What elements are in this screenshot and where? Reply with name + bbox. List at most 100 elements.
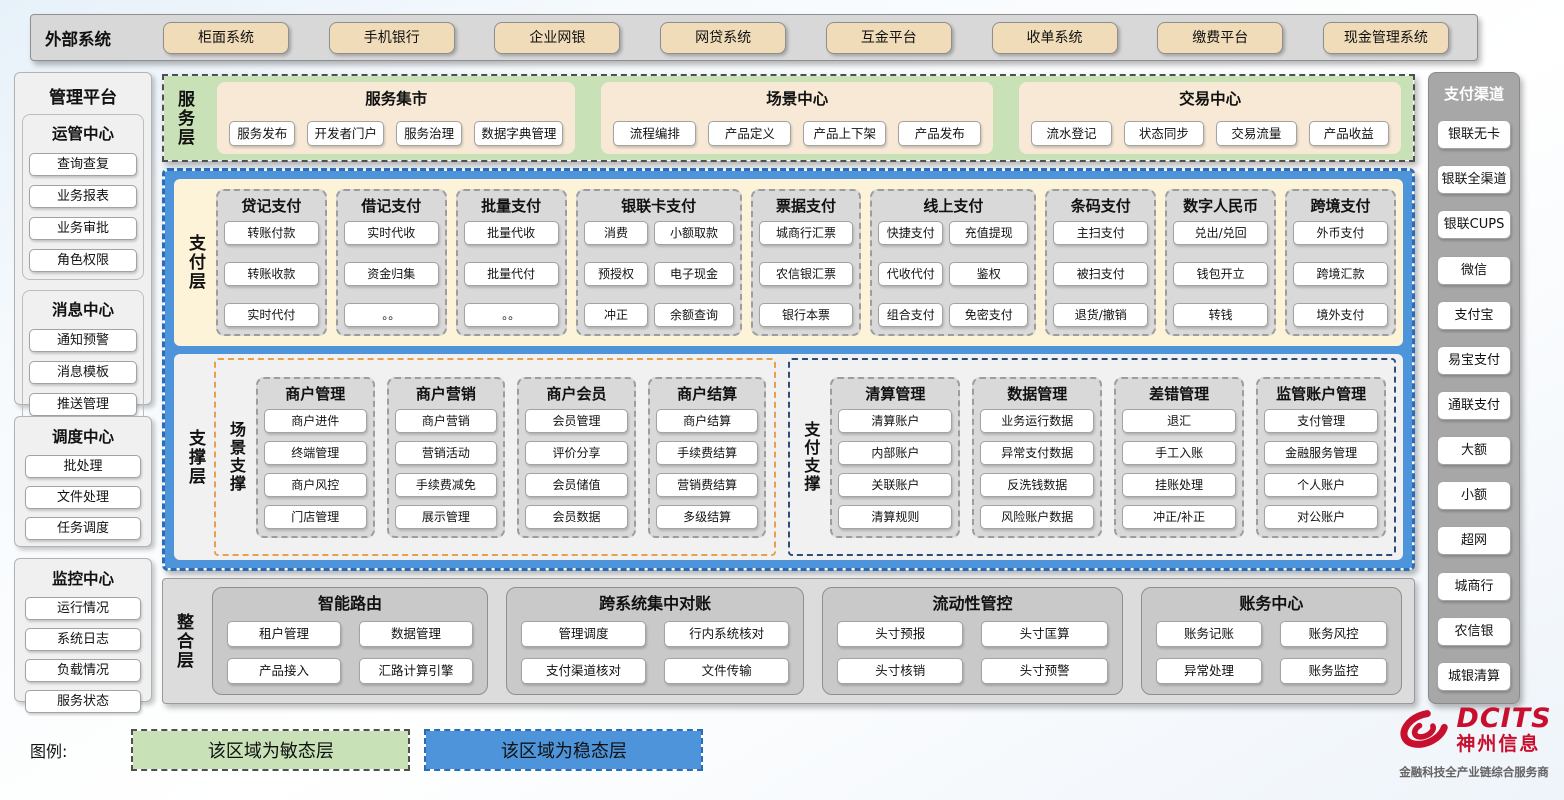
support-item-button[interactable]: 多级结算 bbox=[655, 504, 759, 529]
integration-item-button[interactable]: 租户管理 bbox=[227, 621, 341, 647]
support-item-button[interactable]: 个人账户 bbox=[1264, 472, 1379, 497]
integration-item-button[interactable]: 支付渠道核对 bbox=[521, 658, 647, 684]
payment-item-button[interactable]: 。。 bbox=[343, 303, 439, 327]
support-item-button[interactable]: 手工入账 bbox=[1122, 440, 1237, 465]
support-item-button[interactable]: 门店管理 bbox=[264, 504, 367, 529]
payment-channel-button[interactable]: 通联支付 bbox=[1437, 390, 1511, 420]
integration-item-button[interactable]: 头寸预报 bbox=[837, 621, 964, 647]
support-item-button[interactable]: 会员管理 bbox=[525, 408, 628, 433]
external-system-button[interactable]: 现金管理系统 bbox=[1322, 21, 1449, 54]
support-item-button[interactable]: 退汇 bbox=[1122, 408, 1237, 433]
integration-item-button[interactable]: 账务风控 bbox=[1280, 621, 1387, 647]
support-item-button[interactable]: 冲正/补正 bbox=[1122, 504, 1237, 529]
payment-channel-button[interactable]: 微信 bbox=[1437, 255, 1511, 285]
payment-item-button[interactable]: 农信银汇票 bbox=[758, 262, 854, 286]
external-system-button[interactable]: 互金平台 bbox=[825, 21, 952, 54]
management-item-button[interactable]: 推送管理 bbox=[29, 393, 137, 416]
service-item-button[interactable]: 流水登记 bbox=[1031, 121, 1112, 146]
payment-item-button[interactable]: 批量代收 bbox=[463, 221, 559, 245]
payment-item-button[interactable]: 鉴权 bbox=[949, 262, 1029, 286]
external-system-button[interactable]: 手机银行 bbox=[328, 21, 455, 54]
payment-item-button[interactable]: 充值提现 bbox=[949, 221, 1029, 245]
payment-item-button[interactable]: 城商行汇票 bbox=[758, 221, 854, 245]
integration-item-button[interactable]: 文件传输 bbox=[664, 658, 790, 684]
support-item-button[interactable]: 会员储值 bbox=[525, 472, 628, 497]
payment-channel-button[interactable]: 农信银 bbox=[1437, 616, 1511, 646]
management-item-button[interactable]: 查询查复 bbox=[29, 153, 137, 176]
payment-item-button[interactable]: 快捷支付 bbox=[878, 221, 944, 245]
support-item-button[interactable]: 风险账户数据 bbox=[980, 504, 1095, 529]
support-item-button[interactable]: 终端管理 bbox=[264, 440, 367, 465]
integration-item-button[interactable]: 行内系统核对 bbox=[664, 621, 790, 647]
payment-item-button[interactable]: 冲正 bbox=[583, 303, 649, 327]
payment-channel-button[interactable]: 银联无卡 bbox=[1437, 120, 1511, 150]
service-item-button[interactable]: 数据字典管理 bbox=[474, 121, 564, 146]
management-item-button[interactable]: 通知预警 bbox=[29, 329, 137, 352]
payment-item-button[interactable]: 代收代付 bbox=[878, 262, 944, 286]
management-item-button[interactable]: 任务调度 bbox=[25, 517, 141, 540]
support-item-button[interactable]: 对公账户 bbox=[1264, 504, 1379, 529]
payment-item-button[interactable]: 小额取款 bbox=[654, 221, 734, 245]
support-item-button[interactable]: 关联账户 bbox=[838, 472, 953, 497]
integration-item-button[interactable]: 管理调度 bbox=[521, 621, 647, 647]
payment-item-button[interactable]: 转账付款 bbox=[224, 221, 319, 245]
external-system-button[interactable]: 柜面系统 bbox=[163, 21, 289, 54]
payment-item-button[interactable]: 余额查询 bbox=[654, 303, 734, 327]
service-item-button[interactable]: 开发者门户 bbox=[307, 121, 384, 146]
payment-item-button[interactable]: 消费 bbox=[583, 221, 649, 245]
external-system-button[interactable]: 缴费平台 bbox=[1157, 21, 1284, 54]
support-item-button[interactable]: 商户进件 bbox=[264, 408, 367, 433]
payment-item-button[interactable]: 组合支付 bbox=[878, 303, 944, 327]
management-item-button[interactable]: 文件处理 bbox=[25, 486, 141, 509]
support-item-button[interactable]: 手续费减免 bbox=[394, 472, 498, 497]
integration-item-button[interactable]: 数据管理 bbox=[359, 621, 473, 647]
integration-item-button[interactable]: 产品接入 bbox=[227, 658, 341, 684]
service-item-button[interactable]: 流程编排 bbox=[613, 121, 697, 146]
payment-item-button[interactable]: 实时代收 bbox=[343, 221, 439, 245]
management-item-button[interactable]: 服务状态 bbox=[25, 690, 141, 713]
payment-item-button[interactable]: 外币支付 bbox=[1293, 221, 1388, 245]
service-item-button[interactable]: 产品定义 bbox=[708, 121, 792, 146]
payment-item-button[interactable]: 资金归集 bbox=[343, 262, 439, 286]
payment-item-button[interactable]: 跨境汇款 bbox=[1293, 262, 1388, 286]
payment-item-button[interactable]: 免密支付 bbox=[949, 303, 1029, 327]
support-item-button[interactable]: 商户结算 bbox=[655, 408, 759, 433]
management-item-button[interactable]: 系统日志 bbox=[25, 628, 141, 651]
integration-item-button[interactable]: 汇路计算引擎 bbox=[359, 658, 473, 684]
support-item-button[interactable]: 支付管理 bbox=[1264, 408, 1379, 433]
support-item-button[interactable]: 金融服务管理 bbox=[1264, 440, 1379, 465]
service-item-button[interactable]: 产品收益 bbox=[1308, 121, 1390, 146]
support-item-button[interactable]: 手续费结算 bbox=[655, 440, 759, 465]
support-item-button[interactable]: 商户风控 bbox=[264, 472, 367, 497]
management-item-button[interactable]: 批处理 bbox=[25, 455, 141, 478]
payment-channel-button[interactable]: 银联全渠道 bbox=[1437, 165, 1511, 195]
integration-item-button[interactable]: 头寸核销 bbox=[837, 658, 964, 684]
support-item-button[interactable]: 营销费结算 bbox=[655, 472, 759, 497]
payment-item-button[interactable]: 预授权 bbox=[583, 262, 649, 286]
payment-item-button[interactable]: 电子现金 bbox=[654, 262, 734, 286]
payment-item-button[interactable]: 转钱 bbox=[1173, 303, 1269, 327]
management-item-button[interactable]: 业务报表 bbox=[29, 185, 137, 208]
payment-channel-button[interactable]: 支付宝 bbox=[1437, 300, 1511, 330]
support-item-button[interactable]: 业务运行数据 bbox=[980, 408, 1095, 433]
support-item-button[interactable]: 会员数据 bbox=[525, 504, 628, 529]
external-system-button[interactable]: 企业网银 bbox=[494, 21, 621, 54]
payment-item-button[interactable]: 转账收款 bbox=[224, 262, 319, 286]
service-item-button[interactable]: 产品发布 bbox=[898, 121, 982, 146]
integration-item-button[interactable]: 异常处理 bbox=[1155, 658, 1263, 684]
payment-channel-button[interactable]: 易宝支付 bbox=[1437, 345, 1511, 375]
payment-item-button[interactable]: 被扫支付 bbox=[1053, 262, 1149, 286]
service-item-button[interactable]: 服务治理 bbox=[395, 121, 463, 146]
support-item-button[interactable]: 营销活动 bbox=[394, 440, 498, 465]
payment-item-button[interactable]: 兑出/兑回 bbox=[1173, 221, 1269, 245]
payment-item-button[interactable]: 银行本票 bbox=[758, 303, 854, 327]
support-item-button[interactable]: 内部账户 bbox=[838, 440, 953, 465]
management-item-button[interactable]: 负载情况 bbox=[25, 659, 141, 682]
management-item-button[interactable]: 消息模板 bbox=[29, 361, 137, 384]
payment-item-button[interactable]: 实时代付 bbox=[224, 303, 319, 327]
payment-item-button[interactable]: 批量代付 bbox=[463, 262, 559, 286]
payment-channel-button[interactable]: 大额 bbox=[1437, 436, 1511, 466]
payment-channel-button[interactable]: 城银清算 bbox=[1437, 661, 1511, 691]
support-item-button[interactable]: 反洗钱数据 bbox=[980, 472, 1095, 497]
service-item-button[interactable]: 产品上下架 bbox=[803, 121, 887, 146]
